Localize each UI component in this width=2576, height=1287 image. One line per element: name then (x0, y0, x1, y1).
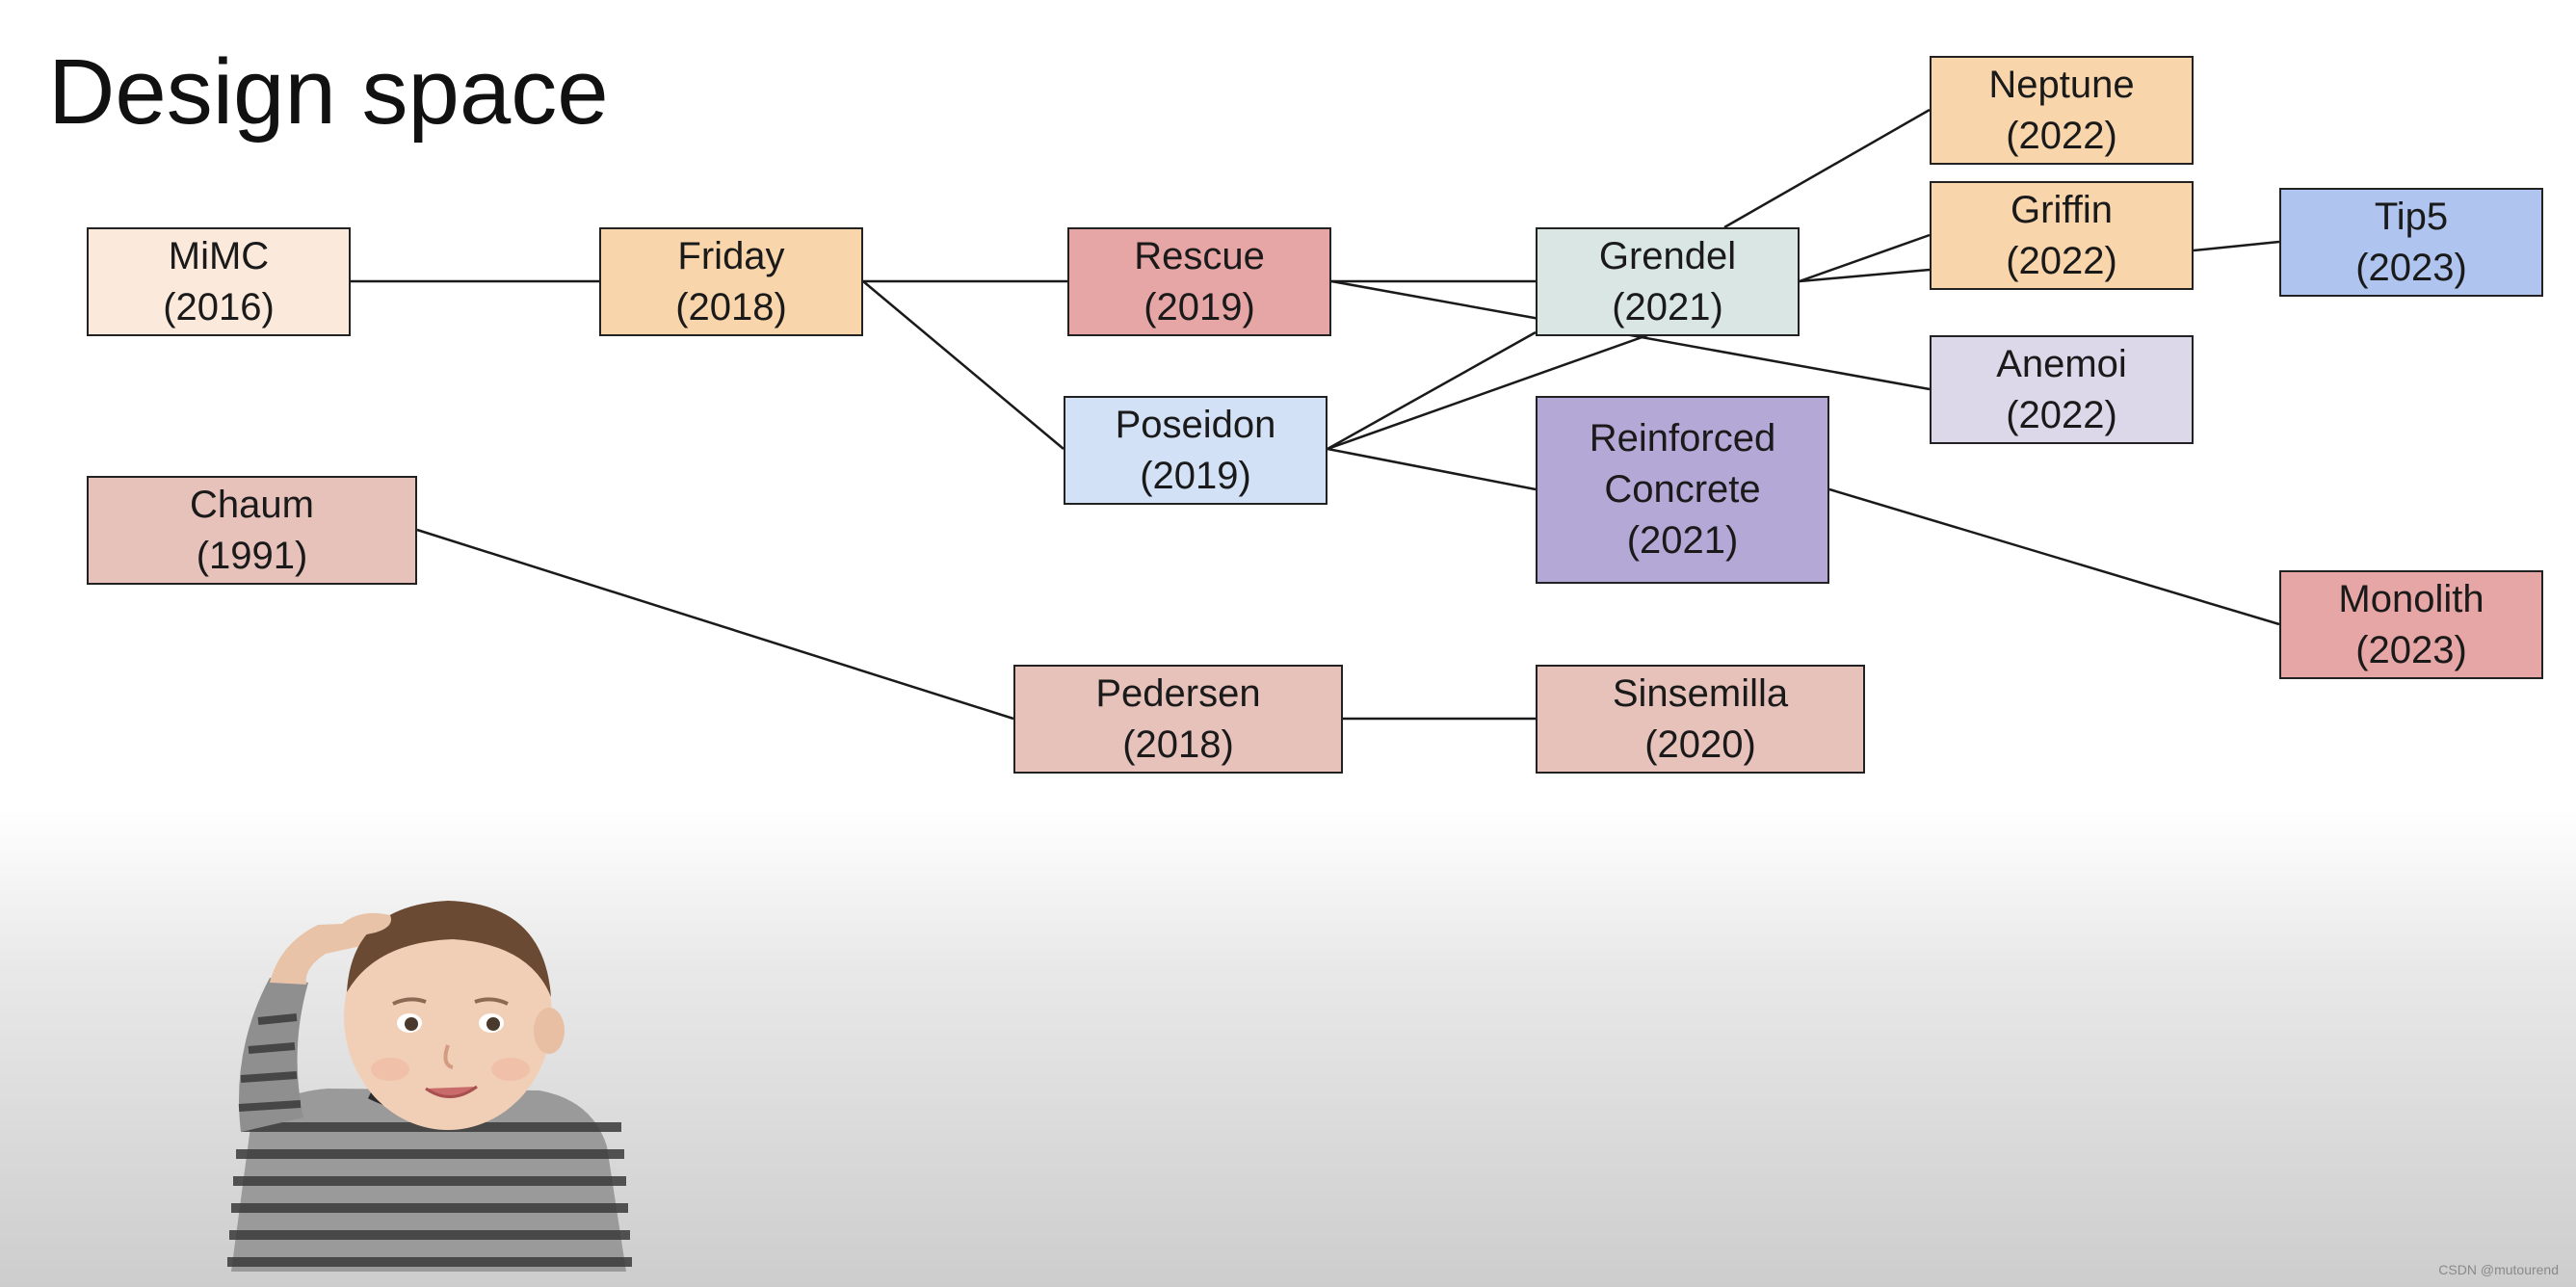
node-rescue-year: (2019) (1143, 285, 1255, 328)
node-neptune-year: (2022) (2006, 114, 2117, 157)
node-sinsemilla: Sinsemilla (2020) (1536, 665, 1865, 774)
node-neptune: Neptune (2022) (1930, 56, 2194, 165)
node-rescue-name: Rescue (1134, 234, 1265, 277)
edge-poseidon-reinforced (1327, 447, 1537, 491)
node-poseidon: Poseidon (2019) (1064, 396, 1327, 505)
node-chaum-year: (1991) (196, 534, 308, 577)
node-griffin: Griffin (2022) (1930, 181, 2194, 290)
node-chaum: Chaum (1991) (87, 476, 417, 585)
node-neptune-name: Neptune (1988, 63, 2135, 106)
edge-grendel-griffin (1799, 268, 1931, 283)
node-pedersen-name: Pedersen (1095, 671, 1261, 715)
node-sinsemilla-name: Sinsemilla (1612, 671, 1789, 715)
node-griffin-year: (2022) (2006, 239, 2117, 282)
node-grendel-year: (2021) (1612, 285, 1723, 328)
node-sinsemilla-year: (2020) (1644, 722, 1756, 766)
node-mimc-name: MiMC (168, 234, 270, 277)
toddler-photo (227, 901, 632, 1272)
node-friday-name: Friday (677, 234, 785, 277)
node-friday: Friday (2018) (599, 227, 863, 336)
edge-reinforced-monolith (1828, 487, 2280, 626)
node-anemoi: Anemoi (2022) (1930, 335, 2194, 444)
edge-chaum-pedersen (416, 528, 1014, 721)
node-griffin-name: Griffin (2011, 188, 2113, 231)
slide-title: Design space (48, 40, 609, 144)
node-reinforced-name-line2: Concrete (1604, 468, 1761, 511)
node-mimc: MiMC (2016) (87, 227, 351, 336)
edge-grendel-neptune (1723, 108, 1931, 229)
edge-griffin-tip5 (2193, 240, 2280, 252)
node-monolith-year: (2023) (2355, 628, 2467, 671)
node-mimc-year: (2016) (163, 285, 275, 328)
node-anemoi-name: Anemoi (1996, 342, 2127, 385)
edge-poseidon-grendel (1327, 330, 1537, 451)
node-poseidon-year: (2019) (1140, 454, 1251, 497)
node-reinforced-name-line1: Reinforced (1589, 417, 1776, 460)
watermark: CSDN @mutourend (2438, 1262, 2559, 1277)
node-reinforced-year: (2021) (1626, 519, 1739, 562)
node-poseidon-name: Poseidon (1115, 403, 1276, 446)
edge-friday-poseidon (862, 280, 1065, 450)
node-monolith-name: Monolith (2338, 577, 2484, 620)
node-tip5-name: Tip5 (2374, 195, 2449, 238)
node-pedersen: Pedersen (2018) (1013, 665, 1343, 774)
edge-poseidon-griffin (1327, 233, 1931, 451)
node-friday-year: (2018) (675, 285, 787, 328)
node-tip5-year: (2023) (2355, 246, 2467, 289)
node-monolith: Monolith (2023) (2279, 570, 2543, 679)
node-reinforced-concrete: Reinforced Concrete (2021) (1536, 396, 1829, 584)
node-pedersen-year: (2018) (1122, 722, 1234, 766)
node-anemoi-year: (2022) (2006, 393, 2117, 436)
node-rescue: Rescue (2019) (1067, 227, 1331, 336)
node-tip5: Tip5 (2023) (2279, 188, 2543, 297)
node-chaum-name: Chaum (190, 483, 314, 526)
node-grendel: Grendel (2021) (1536, 227, 1800, 336)
node-grendel-name: Grendel (1598, 234, 1737, 277)
